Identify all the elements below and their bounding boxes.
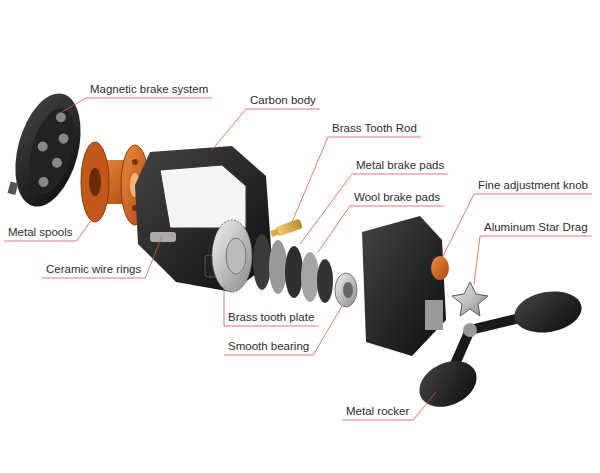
- reel-body: [135, 146, 272, 292]
- part-label: Metal rocker: [346, 404, 409, 418]
- leader-line: [318, 206, 350, 252]
- brake-cover: [4, 86, 92, 214]
- label-underline: [342, 420, 413, 421]
- label-underline: [246, 109, 320, 110]
- part-label: Brass tooth plate: [228, 310, 314, 324]
- part-label: Smooth bearing: [228, 339, 309, 353]
- leader-line: [212, 109, 246, 150]
- part-label: Carbon body: [250, 93, 316, 107]
- label-underline: [474, 194, 592, 195]
- leader-line: [413, 392, 436, 420]
- leader-line: [442, 194, 474, 258]
- label-underline: [350, 206, 444, 207]
- label-underline: [224, 355, 313, 356]
- part-label: Wool brake pads: [354, 190, 440, 204]
- leader-line: [62, 98, 86, 112]
- main-gear: [212, 220, 252, 292]
- bearing: [335, 273, 357, 307]
- handle: [412, 286, 585, 415]
- leader-line: [292, 137, 328, 222]
- part-label: Brass Tooth Rod: [332, 121, 417, 135]
- part-label: Magnetic brake system: [90, 82, 208, 96]
- part-label: Metal brake pads: [356, 158, 444, 172]
- side-plate: [362, 216, 449, 356]
- brake-pads: [253, 234, 333, 303]
- brass-rod: [269, 219, 302, 239]
- part-label: Aluminum Star Drag: [484, 220, 588, 234]
- leader-line: [300, 174, 352, 244]
- label-underline: [86, 98, 212, 99]
- label-underline: [328, 137, 421, 138]
- leader-line: [145, 236, 162, 278]
- leader-line: [77, 202, 104, 241]
- label-underline: [4, 241, 77, 242]
- leader-line: [474, 236, 480, 284]
- leader-line: [313, 306, 342, 355]
- part-label: Fine adjustment knob: [478, 178, 588, 192]
- label-underline: [352, 174, 448, 175]
- leader-line: [224, 286, 225, 326]
- label-underline: [480, 236, 592, 237]
- label-underline: [224, 326, 318, 327]
- star-drag: [452, 282, 488, 316]
- label-underline: [42, 278, 145, 279]
- part-label: Ceramic wire rings: [46, 262, 141, 276]
- part-label: Metal spools: [8, 225, 73, 239]
